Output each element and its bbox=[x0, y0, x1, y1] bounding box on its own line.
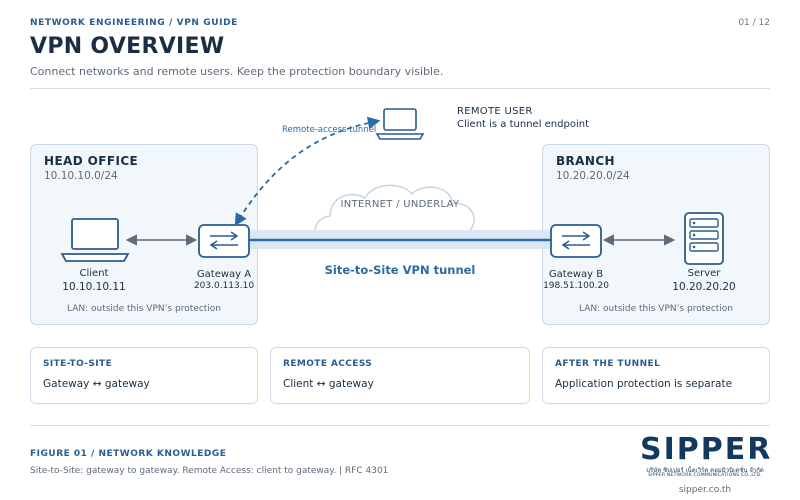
server-ip: 10.20.20.20 bbox=[672, 281, 736, 293]
gateway-a-router-icon bbox=[198, 224, 250, 258]
head-office-subnet: 10.10.10.0/24 bbox=[44, 170, 118, 182]
page-title: VPN OVERVIEW bbox=[30, 34, 225, 59]
website-link[interactable]: sipper.co.th bbox=[678, 485, 732, 495]
gateway-b-router-icon bbox=[550, 224, 602, 258]
branch-panel: BRANCH 10.20.20.0/24 LAN: outside this V… bbox=[542, 144, 770, 325]
card-title: SITE-TO-SITE bbox=[43, 359, 113, 369]
card-site-to-site: SITE-TO-SITE Gateway ↔ gateway bbox=[30, 347, 258, 404]
branch-lan-note: LAN: outside this VPN’s protection bbox=[578, 304, 734, 314]
logo-wordmark: SIPPER bbox=[640, 432, 773, 467]
header-divider bbox=[30, 88, 770, 89]
site-to-site-tunnel-label: Site-to-Site VPN tunnel bbox=[324, 263, 476, 277]
remote-user-title: REMOTE USER bbox=[457, 106, 533, 117]
gateway-a-ip: 203.0.113.10 bbox=[193, 281, 255, 291]
head-office-title: HEAD OFFICE bbox=[44, 154, 139, 168]
card-text: Application protection is separate bbox=[555, 378, 733, 390]
figure-caption: Site-to-Site: gateway to gateway. Remote… bbox=[30, 466, 389, 476]
client-laptop-icon bbox=[60, 218, 130, 262]
client-ip: 10.10.10.11 bbox=[62, 281, 126, 293]
branch-title: BRANCH bbox=[556, 154, 615, 168]
figure-label: FIGURE 01 / NETWORK KNOWLEDGE bbox=[30, 449, 227, 459]
gateway-a-label: Gateway A bbox=[196, 269, 252, 280]
footer-divider bbox=[30, 425, 770, 426]
internet-cloud-label: INTERNET / UNDERLAY bbox=[340, 199, 460, 210]
sipper-logo: SIPPER บริษัท ซิปเปอร์ เน็ตเวิร์ค คอมมิว… bbox=[640, 434, 770, 482]
head-office-lan-note: LAN: outside this VPN’s protection bbox=[66, 304, 222, 314]
page-number: 01 / 12 bbox=[738, 18, 770, 28]
logo-english-name: SIPPER NETWORK COMMUNICATIONS CO.,LTD. bbox=[648, 473, 762, 478]
server-label: Server bbox=[687, 268, 721, 279]
page-subtitle: Connect networks and remote users. Keep … bbox=[30, 65, 444, 78]
head-office-panel: HEAD OFFICE 10.10.10.0/24 LAN: outside t… bbox=[30, 144, 258, 325]
eyebrow-label: NETWORK ENGINEERING / VPN GUIDE bbox=[30, 18, 238, 28]
remote-access-tunnel bbox=[234, 116, 381, 227]
client-label: Client bbox=[79, 268, 109, 279]
card-after-the-tunnel: AFTER THE TUNNEL Application protection … bbox=[542, 347, 770, 404]
gateway-b-label: Gateway B bbox=[548, 269, 604, 280]
server-icon bbox=[684, 212, 724, 265]
logo-thai-name: บริษัท ซิปเปอร์ เน็ตเวิร์ค คอมมิวนิเคชั่… bbox=[646, 467, 764, 474]
gateway-b-ip: 198.51.100.20 bbox=[543, 281, 609, 291]
card-title: AFTER THE TUNNEL bbox=[555, 359, 661, 369]
card-text: Gateway ↔ gateway bbox=[43, 378, 150, 390]
card-remote-access: REMOTE ACCESS Client ↔ gateway bbox=[270, 347, 530, 404]
remote-user-subtitle: Client is a tunnel endpoint bbox=[457, 119, 589, 130]
remote-access-tunnel-label: Remote-access tunnel bbox=[282, 125, 377, 135]
remote-laptop-icon bbox=[375, 108, 425, 140]
card-text: Client ↔ gateway bbox=[283, 378, 374, 390]
card-title: REMOTE ACCESS bbox=[283, 359, 373, 369]
branch-subnet: 10.20.20.0/24 bbox=[556, 170, 630, 182]
